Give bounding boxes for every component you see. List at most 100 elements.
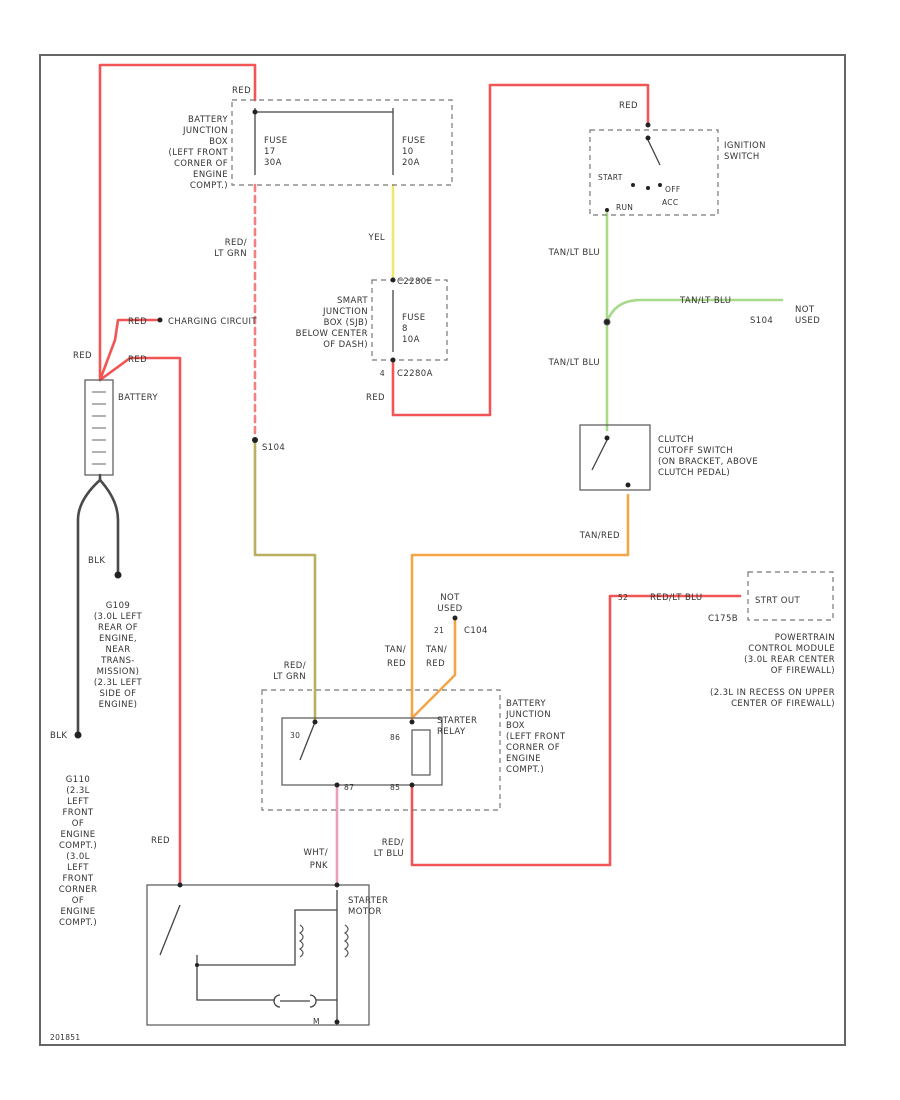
svg-text:USED: USED [795, 316, 820, 326]
svg-text:TRANS-: TRANS- [100, 656, 135, 666]
svg-text:PNK: PNK [310, 861, 328, 871]
label-relay-pins: 30 87 86 85 [290, 731, 400, 792]
svg-text:LEFT: LEFT [67, 863, 89, 873]
label-g110: G110 (2.3L LEFT FRONT OF ENGINE COMPT.) … [59, 775, 97, 928]
clutch-lever [591, 439, 608, 471]
svg-text:SMART: SMART [337, 296, 368, 306]
starter-pin-s [334, 882, 340, 888]
svg-text:(LEFT FRONT: (LEFT FRONT [506, 732, 566, 742]
svg-text:FRONT: FRONT [62, 808, 93, 818]
label-red-ltblu-bot: RED/ LT BLU [374, 838, 404, 859]
svg-text:MISSION): MISSION) [97, 667, 140, 677]
svg-text:COMPT.): COMPT.) [59, 841, 97, 851]
svg-text:G109: G109 [106, 601, 130, 611]
svg-text:(2.3L IN RECESS ON UPPER: (2.3L IN RECESS ON UPPER [710, 688, 835, 698]
label-strt-out: STRT OUT [755, 596, 800, 606]
wire-red-charging [98, 318, 162, 382]
svg-text:COMPT.): COMPT.) [190, 181, 228, 191]
svg-text:CLUTCH: CLUTCH [658, 435, 694, 445]
battery-cells [92, 391, 106, 465]
sjb-box [371, 279, 448, 361]
svg-text:REAR OF: REAR OF [98, 623, 138, 633]
label-fuse8: FUSE 8 10A [402, 313, 425, 345]
label-tan-red: TAN/RED [579, 531, 620, 541]
label-c175b: C175B [708, 614, 738, 624]
sjb-pin4 [390, 357, 396, 363]
label-bjb-mid: BATTERY JUNCTION BOX (LEFT FRONT CORNER … [505, 699, 566, 775]
svg-text:RED: RED [387, 659, 406, 669]
svg-text:LT GRN: LT GRN [273, 672, 306, 682]
ign-contact-run [646, 186, 650, 190]
svg-text:SWITCH: SWITCH [724, 152, 760, 162]
ign-pivot [645, 135, 651, 141]
svg-text:START: START [598, 173, 623, 182]
wire-orange-c104 [410, 618, 457, 720]
label-c2280a: C2280A [397, 369, 433, 379]
relay-switch [299, 721, 316, 761]
svg-text:SIDE OF: SIDE OF [100, 689, 137, 699]
label-not-used-2: NOT USED [437, 593, 462, 614]
label-bjb-top: BATTERY JUNCTION BOX (LEFT FRONT CORNER … [169, 115, 229, 191]
bjb-mid-box [261, 689, 501, 811]
label-s104-green: S104 [750, 316, 773, 326]
svg-text:8: 8 [402, 324, 408, 334]
label-red-ltgrn-top: RED/ LT GRN [214, 238, 247, 259]
svg-text:BELOW CENTER: BELOW CENTER [296, 329, 368, 339]
label-sjb: SMART JUNCTION BOX (SJB) BELOW CENTER OF… [296, 296, 368, 350]
svg-text:LT GRN: LT GRN [214, 249, 247, 259]
svg-text:(LEFT FRONT: (LEFT FRONT [169, 148, 229, 158]
svg-text:G110: G110 [66, 775, 90, 785]
svg-text:RELAY: RELAY [437, 727, 466, 737]
wire-blk-ground [76, 473, 102, 737]
pcm-box [747, 571, 834, 621]
svg-text:(2.3L: (2.3L [66, 786, 90, 796]
svg-text:CLUTCH PEDAL): CLUTCH PEDAL) [658, 468, 730, 478]
battery-box [84, 379, 114, 476]
svg-text:10A: 10A [402, 335, 420, 345]
label-red-sjb: RED [366, 393, 385, 403]
ign-contact-acc [605, 208, 609, 212]
svg-text:OF: OF [72, 896, 84, 906]
label-ignition-switch: IGNITION SWITCH [724, 141, 766, 162]
svg-text:IGNITION: IGNITION [724, 141, 766, 151]
svg-text:17: 17 [264, 147, 276, 157]
ign-contact-off [658, 183, 662, 187]
relay-pin30 [312, 719, 318, 725]
label-red-bat: RED [73, 351, 92, 361]
sjb-pin1 [390, 277, 396, 283]
svg-text:30A: 30A [264, 158, 282, 168]
svg-text:FUSE: FUSE [402, 136, 425, 146]
g110-ground [74, 731, 82, 739]
clutch-switch-box [579, 424, 651, 491]
label-s104-left: S104 [262, 443, 285, 453]
svg-text:JUNCTION: JUNCTION [182, 126, 228, 136]
c104-node [452, 615, 458, 621]
ign-contact-start [631, 183, 635, 187]
svg-text:10: 10 [402, 147, 414, 157]
svg-text:STARTER: STARTER [437, 716, 477, 726]
svg-text:CONTROL MODULE: CONTROL MODULE [748, 644, 835, 654]
clutch-pivot [604, 435, 610, 441]
label-red-ign: RED [619, 101, 638, 111]
svg-text:NOT: NOT [440, 593, 460, 603]
svg-text:TAN/: TAN/ [384, 645, 406, 655]
label-yel: YEL [368, 233, 386, 243]
label-tan-ltblu-2: TAN/LT BLU [548, 358, 600, 368]
svg-text:BOX: BOX [506, 721, 525, 731]
svg-text:OF FIREWALL): OF FIREWALL) [771, 666, 835, 676]
starter-armature [273, 994, 317, 1008]
diagram-frame [39, 54, 846, 1046]
wire-red-starter [98, 356, 182, 887]
svg-text:USED: USED [437, 604, 462, 614]
wire-red-ltblu-pcm [410, 594, 742, 867]
label-pcm: POWERTRAIN CONTROL MODULE (3.0L REAR CEN… [710, 633, 835, 709]
svg-text:BATTERY: BATTERY [188, 115, 228, 125]
label-blk-1: BLK [88, 556, 105, 566]
label-tan-ltblu-branch: TAN/LT BLU [679, 296, 731, 306]
svg-text:WHT/: WHT/ [304, 848, 328, 858]
svg-text:ENGINE: ENGINE [61, 830, 96, 840]
svg-text:COMPT.): COMPT.) [59, 918, 97, 928]
label-pin21: 21 [434, 626, 444, 635]
svg-text:ENGINE: ENGINE [61, 907, 96, 917]
label-ign-positions: START RUN OFF ACC [598, 173, 680, 212]
